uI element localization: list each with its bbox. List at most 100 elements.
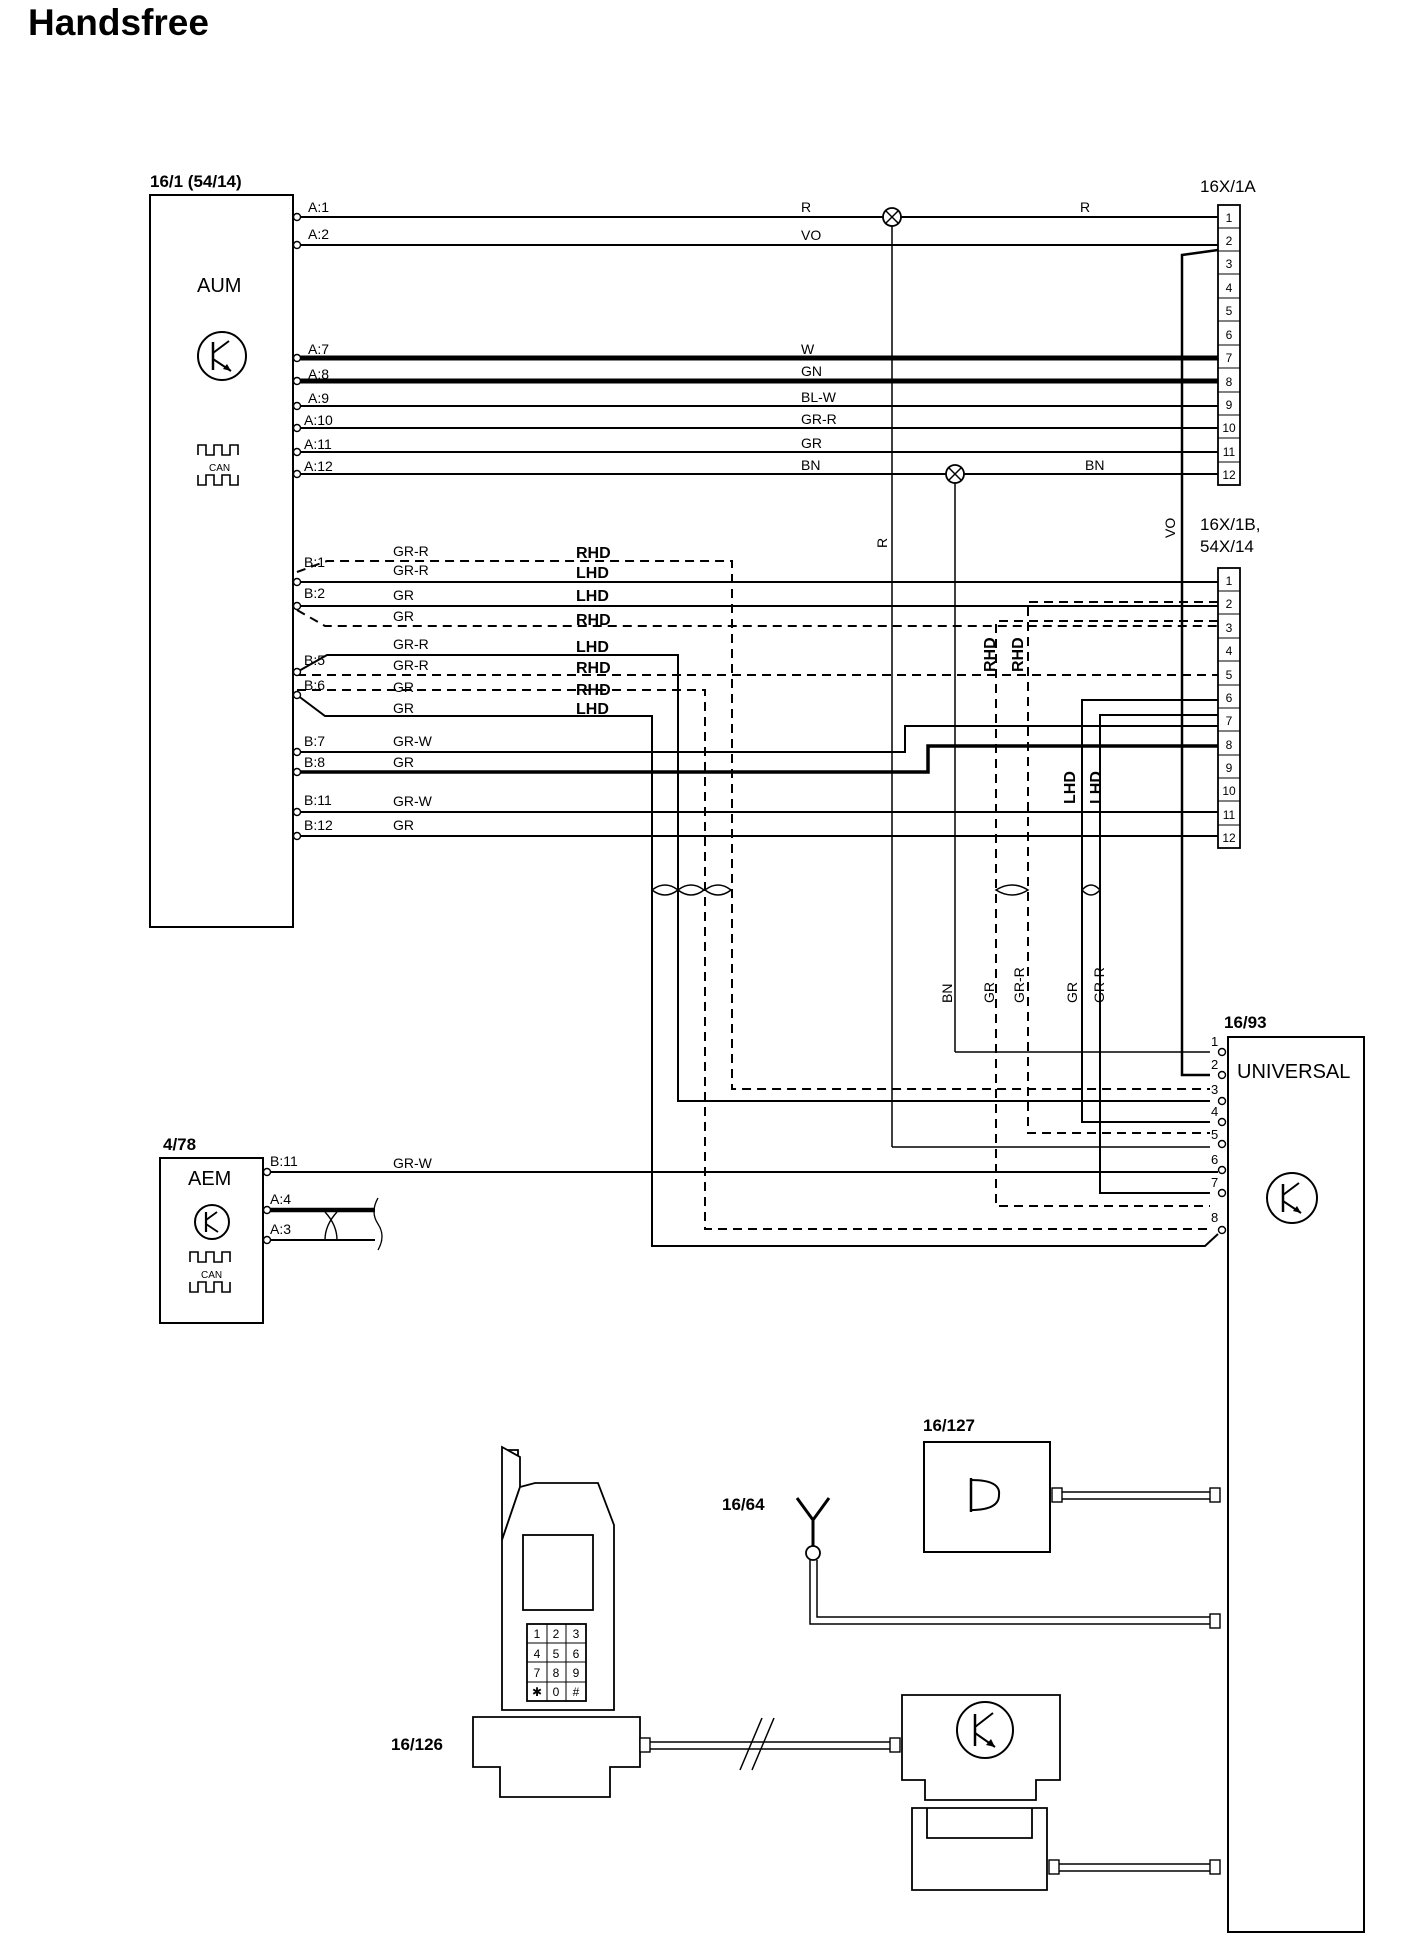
svg-text:2: 2 bbox=[1226, 597, 1233, 611]
svg-text:GR-R: GR-R bbox=[1011, 967, 1027, 1003]
b-pin-labels: B:1 B:2 B:5 B:6 B:7 B:8 B:11 B:12 bbox=[304, 554, 333, 833]
svg-text:12: 12 bbox=[1222, 468, 1236, 482]
universal-ref-label: 16/93 bbox=[1224, 1013, 1267, 1032]
aum-ref-label: 16/1 (54/14) bbox=[150, 172, 242, 191]
svg-text:GR-R: GR-R bbox=[801, 411, 837, 427]
aem-module: 4/78 AEM CAN B:11 GR-W A:4 A:3 bbox=[159, 1135, 1218, 1324]
transistor-icon bbox=[197, 331, 247, 381]
connector-16x-1a: 16X/1A 1 2 3 4 5 6 7 8 9 10 11 12 bbox=[1200, 177, 1256, 486]
aum-module: 16/1 (54/14) AUM CAN bbox=[149, 172, 294, 928]
svg-text:VO: VO bbox=[801, 227, 821, 243]
svg-text:GR-R: GR-R bbox=[393, 636, 429, 652]
svg-text:9: 9 bbox=[1226, 398, 1233, 412]
svg-text:2: 2 bbox=[1211, 1057, 1218, 1072]
svg-text:11: 11 bbox=[1223, 808, 1236, 822]
svg-text:A:2: A:2 bbox=[308, 226, 329, 242]
svg-text:2: 2 bbox=[553, 1627, 560, 1641]
svg-text:7: 7 bbox=[1211, 1175, 1218, 1190]
transistor-icon bbox=[194, 1204, 230, 1240]
svg-text:A:8: A:8 bbox=[308, 366, 329, 382]
aem-can-label: CAN bbox=[201, 1270, 222, 1281]
svg-text:LHD: LHD bbox=[576, 639, 609, 656]
svg-text:R: R bbox=[1080, 199, 1090, 215]
svg-text:0: 0 bbox=[553, 1685, 560, 1699]
svg-text:5: 5 bbox=[1211, 1127, 1218, 1142]
svg-text:11: 11 bbox=[1223, 445, 1236, 459]
can-bus-icon: CAN bbox=[197, 444, 239, 486]
svg-text:GR: GR bbox=[393, 754, 414, 770]
svg-text:RHD: RHD bbox=[576, 682, 611, 699]
svg-text:GR-R: GR-R bbox=[1091, 967, 1107, 1003]
antenna-16-64: 16/64 bbox=[722, 1495, 1221, 1629]
svg-text:GR: GR bbox=[393, 587, 414, 603]
svg-text:7: 7 bbox=[1226, 714, 1233, 728]
universal-module: 16/93 UNIVERSAL 1 2 3 4 5 6 7 8 bbox=[1211, 1013, 1365, 1933]
svg-text:B:11: B:11 bbox=[304, 792, 332, 808]
svg-text:GR-W: GR-W bbox=[393, 793, 433, 809]
svg-text:10: 10 bbox=[1222, 784, 1236, 798]
svg-text:GR: GR bbox=[393, 817, 414, 833]
connector-16x-1b-label-2: 54X/14 bbox=[1200, 537, 1254, 556]
svg-text:LHD: LHD bbox=[576, 565, 609, 582]
a-pins bbox=[292, 212, 302, 479]
svg-text:10: 10 bbox=[1222, 421, 1236, 435]
transistor-icon bbox=[1266, 1172, 1318, 1224]
svg-text:7: 7 bbox=[534, 1666, 541, 1680]
microphone-icon bbox=[969, 1478, 1001, 1512]
svg-text:6: 6 bbox=[1211, 1152, 1218, 1167]
svg-text:LHD: LHD bbox=[1062, 771, 1079, 804]
svg-text:GR: GR bbox=[393, 679, 414, 695]
svg-text:4: 4 bbox=[1226, 644, 1233, 658]
svg-text:6: 6 bbox=[1226, 328, 1233, 342]
svg-text:RHD: RHD bbox=[576, 660, 611, 677]
svg-text:BN: BN bbox=[939, 984, 955, 1003]
svg-text:GR: GR bbox=[393, 700, 414, 716]
vertical-wire-labels: R VO RHD RHD LHD LHD BN GR GR-R GR GR-R bbox=[874, 518, 1178, 1003]
svg-text:W: W bbox=[801, 341, 815, 357]
svg-text:7: 7 bbox=[1226, 351, 1233, 365]
svg-text:A:11: A:11 bbox=[304, 436, 332, 452]
svg-text:GR: GR bbox=[393, 608, 414, 624]
svg-text:1: 1 bbox=[1226, 211, 1233, 225]
svg-text:BN: BN bbox=[1085, 457, 1104, 473]
svg-text:3: 3 bbox=[573, 1627, 580, 1641]
svg-text:GR-R: GR-R bbox=[393, 657, 429, 673]
svg-text:RHD: RHD bbox=[982, 637, 999, 672]
svg-text:RHD: RHD bbox=[576, 545, 611, 562]
twist-marks bbox=[650, 884, 1102, 896]
connector-16x-1b-label-1: 16X/1B, bbox=[1200, 515, 1261, 534]
svg-text:B:6: B:6 bbox=[304, 677, 325, 693]
b-harness-dashed bbox=[296, 560, 1218, 1230]
svg-text:3: 3 bbox=[1211, 1082, 1218, 1097]
b-harness bbox=[296, 581, 1219, 1247]
svg-text:✱: ✱ bbox=[532, 1685, 542, 1699]
svg-text:R: R bbox=[801, 199, 811, 215]
keypad bbox=[527, 1624, 586, 1701]
svg-text:LHD: LHD bbox=[576, 588, 609, 605]
svg-text:GR-W: GR-W bbox=[393, 1155, 433, 1171]
phone-cradle bbox=[472, 1716, 641, 1798]
svg-text:GR-R: GR-R bbox=[393, 562, 429, 578]
svg-text:1: 1 bbox=[1211, 1034, 1218, 1049]
svg-text:4: 4 bbox=[1226, 281, 1233, 295]
svg-text:5: 5 bbox=[1226, 304, 1233, 318]
svg-text:4: 4 bbox=[534, 1647, 541, 1661]
aem-name: AEM bbox=[188, 1168, 231, 1190]
aum-can-label: CAN bbox=[209, 463, 230, 474]
svg-text:9: 9 bbox=[573, 1666, 580, 1680]
svg-text:A:3: A:3 bbox=[270, 1221, 291, 1237]
splice-r bbox=[882, 207, 902, 227]
transistor-icon bbox=[956, 1701, 1014, 1759]
svg-text:8: 8 bbox=[1226, 375, 1233, 389]
svg-text:5: 5 bbox=[553, 1647, 560, 1661]
svg-text:B:2: B:2 bbox=[304, 585, 325, 601]
svg-text:A:12: A:12 bbox=[304, 458, 333, 474]
svg-text:GR-R: GR-R bbox=[393, 543, 429, 559]
svg-text:B:8: B:8 bbox=[304, 754, 325, 770]
connector-16x-1b: 16X/1B, 54X/14 1 2 3 4 5 6 7 8 9 10 11 1… bbox=[1200, 515, 1261, 849]
aum-name: AUM bbox=[197, 275, 241, 297]
svg-text:RHD: RHD bbox=[1010, 637, 1027, 672]
a-labels: A:1 A:2 A:7 A:8 A:9 A:10 A:11 A:12 R R V… bbox=[304, 199, 1104, 474]
svg-text:#: # bbox=[573, 1685, 580, 1699]
